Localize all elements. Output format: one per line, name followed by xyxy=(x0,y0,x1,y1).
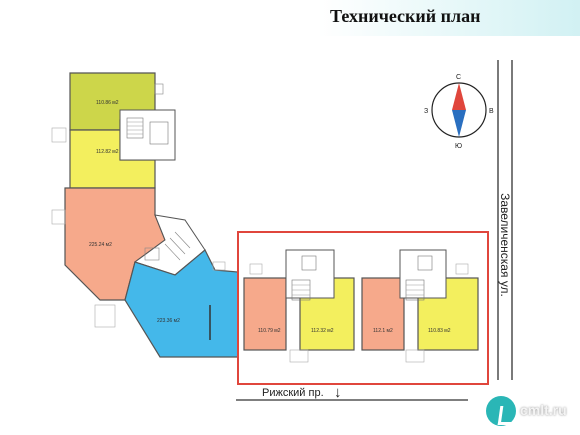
header-gradient xyxy=(318,0,580,36)
area-label-yellow-b: 110.83 м2 xyxy=(428,328,451,334)
area-label-olive: 110.86 м2 xyxy=(96,100,119,106)
watermark: cmlt.ru xyxy=(480,392,576,432)
compass: С Ю З В xyxy=(424,74,494,150)
area-label-blue: 223.36 м2 xyxy=(157,318,180,324)
compass-north-label: С xyxy=(456,74,461,81)
area-label-salmon-b: 112.1 м2 xyxy=(373,328,393,334)
room-salmon-b xyxy=(361,277,405,351)
street-label-right: Завеличенская ул. xyxy=(498,193,512,297)
area-label-yellow-a: 112.32 м2 xyxy=(311,328,334,334)
area-label-salmon-a: 110.79 м2 xyxy=(258,328,281,334)
highlight-frame xyxy=(237,231,489,385)
compass-west-label: З xyxy=(424,108,428,115)
stair-core-b xyxy=(399,249,447,299)
compass-south-icon xyxy=(452,110,466,137)
compass-south-label: Ю xyxy=(455,143,462,150)
area-label-yellow-left: 112.82 м2 xyxy=(96,149,119,155)
area-label-salmon-left: 225.24 м2 xyxy=(89,242,112,248)
room-salmon-a xyxy=(243,277,287,351)
watermark-text: cmlt.ru xyxy=(520,402,567,418)
compass-north-icon xyxy=(452,83,466,110)
page-title: Технический план xyxy=(330,6,481,26)
street-label-bottom: Рижский пр. xyxy=(262,387,324,399)
watermark-logo-icon xyxy=(486,396,518,426)
arrow-down-icon: ↓ xyxy=(334,384,342,401)
stair-core-upper xyxy=(119,109,176,161)
compass-east-label: В xyxy=(489,108,494,115)
